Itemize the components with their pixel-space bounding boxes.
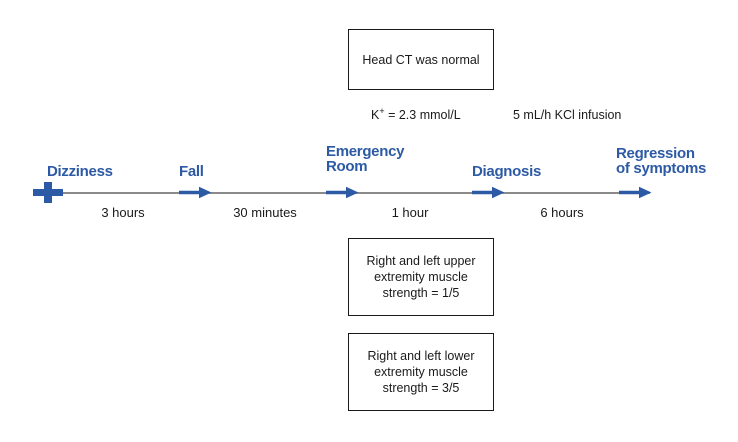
note-box-head-ct: Head CT was normal bbox=[348, 29, 494, 90]
interval-label-1-hour: 1 hour bbox=[391, 205, 429, 220]
potassium-value: = 2.3 mmol/L bbox=[384, 108, 461, 122]
event-label-regression: Regression of symptoms bbox=[616, 145, 707, 177]
event-label-line: Room bbox=[326, 157, 368, 175]
event-label-dizziness: Dizziness bbox=[47, 163, 113, 180]
event-label-line: Regression bbox=[616, 145, 695, 162]
note-text-line: extremity muscle bbox=[374, 270, 468, 284]
cross-marker-icon bbox=[33, 182, 63, 203]
event-label-line: Diagnosis bbox=[472, 163, 541, 180]
event-label-emergency-room: Emergency Room bbox=[326, 143, 405, 175]
note-text-line: Right and left lower bbox=[367, 349, 475, 363]
interval-label-3-hours: 3 hours bbox=[101, 205, 145, 220]
note-text-line: extremity muscle bbox=[374, 365, 468, 379]
note-text-line: Right and left upper bbox=[366, 254, 476, 268]
event-label-line: Fall bbox=[179, 163, 204, 180]
arrow-icon-regression bbox=[619, 186, 652, 199]
potassium-base: K bbox=[371, 108, 380, 122]
event-label-line: of symptoms bbox=[616, 159, 707, 177]
cross-vertical-bar bbox=[44, 182, 52, 203]
arrow-icon-fall bbox=[179, 186, 212, 199]
arrow-icon-diagnosis bbox=[472, 186, 505, 199]
note-text-line: strength = 1/5 bbox=[382, 286, 460, 300]
interval-label-30-minutes: 30 minutes bbox=[233, 205, 297, 220]
interval-label-6-hours: 6 hours bbox=[540, 205, 584, 220]
event-label-line: Dizziness bbox=[47, 163, 113, 180]
event-label-diagnosis: Diagnosis bbox=[472, 163, 541, 180]
note-box-lower-extremity: Right and left lower extremity muscle st… bbox=[348, 333, 494, 411]
note-text: Head CT was normal bbox=[362, 52, 480, 67]
note-potassium-level: K+ = 2.3 mmol/L bbox=[371, 105, 461, 122]
note-box-upper-extremity: Right and left upper extremity muscle st… bbox=[348, 238, 494, 316]
event-label-line: Emergency bbox=[326, 143, 405, 160]
note-text-line: strength = 3/5 bbox=[382, 381, 460, 395]
potassium-superscript: + bbox=[379, 105, 385, 116]
arrow-icon-emergency-room bbox=[326, 186, 359, 199]
event-label-fall: Fall bbox=[179, 163, 204, 180]
note-kcl-infusion: 5 mL/h KCl infusion bbox=[513, 108, 622, 122]
